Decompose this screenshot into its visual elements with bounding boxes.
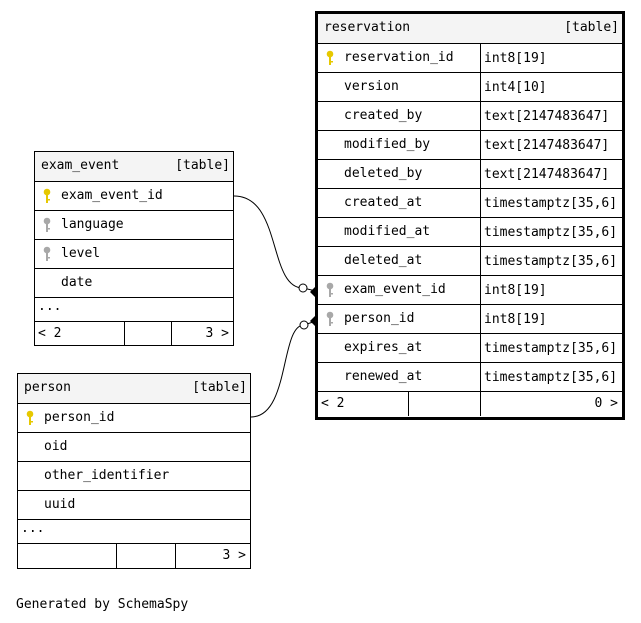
person-relationship-zero-marker bbox=[299, 320, 309, 330]
column-name: exam_event_id bbox=[61, 188, 163, 203]
foreign-key-icon bbox=[43, 217, 51, 232]
column-type: text[2147483647] bbox=[480, 131, 609, 159]
footer-right-cell: 3 > bbox=[175, 544, 250, 568]
footer-right-cell: 0 > bbox=[480, 392, 622, 416]
primary-key-icon bbox=[326, 50, 334, 65]
footer-middle bbox=[124, 322, 172, 346]
column-name: version bbox=[344, 79, 399, 94]
exam-event-relationship-zero-marker bbox=[298, 283, 308, 293]
column-name: language bbox=[61, 217, 124, 232]
column-name: modified_by bbox=[344, 137, 431, 152]
column-row[interactable]: oid bbox=[18, 433, 250, 462]
column-name: level bbox=[61, 246, 101, 261]
column-name: created_at bbox=[344, 195, 423, 210]
column-row[interactable]: created_by text[2147483647] bbox=[318, 102, 622, 131]
column-row[interactable]: deleted_by text[2147483647] bbox=[318, 160, 622, 189]
primary-key-icon bbox=[43, 188, 51, 203]
more-columns: ... bbox=[35, 298, 233, 322]
column-name: renewed_at bbox=[344, 369, 423, 384]
column-type: timestamptz[35,6] bbox=[480, 189, 617, 217]
exam-event-relationship-line bbox=[233, 195, 317, 292]
column-row[interactable]: created_at timestamptz[35,6] bbox=[318, 189, 622, 218]
column-type: int8[19] bbox=[480, 276, 547, 304]
column-name: other_identifier bbox=[44, 468, 170, 483]
column-name: exam_event_id bbox=[344, 282, 446, 297]
column-row[interactable]: person_id int8[19] bbox=[318, 305, 622, 334]
reservation-header: reservation [table] bbox=[318, 14, 622, 44]
person-header: person [table] bbox=[18, 374, 250, 404]
exam-event-table[interactable]: exam_event [table] exam_event_id language… bbox=[34, 151, 234, 346]
column-row[interactable]: exam_event_id bbox=[35, 182, 233, 211]
column-row[interactable]: date bbox=[35, 269, 233, 298]
column-name: expires_at bbox=[344, 340, 423, 355]
person-relationship-many-marker bbox=[310, 315, 316, 327]
column-name: reservation_id bbox=[344, 50, 454, 65]
column-name: person_id bbox=[44, 410, 115, 425]
primary-key-icon bbox=[26, 410, 34, 425]
column-row[interactable]: person_id bbox=[18, 404, 250, 433]
column-type: text[2147483647] bbox=[480, 102, 609, 130]
person-relationship-line bbox=[250, 320, 317, 418]
footer-left[interactable]: < 2 bbox=[38, 326, 62, 341]
column-type: int8[19] bbox=[480, 305, 547, 333]
exam-event-header: exam_event [table] bbox=[35, 152, 233, 182]
column-name: uuid bbox=[44, 497, 76, 512]
table-name: exam_event bbox=[41, 158, 120, 173]
footer-right-cell: 3 > bbox=[171, 322, 233, 346]
column-row[interactable]: deleted_at timestamptz[35,6] bbox=[318, 247, 622, 276]
column-row[interactable]: modified_by text[2147483647] bbox=[318, 131, 622, 160]
column-type: text[2147483647] bbox=[480, 160, 609, 188]
column-row[interactable]: version int4[10] bbox=[318, 73, 622, 102]
table-name: person bbox=[24, 380, 71, 395]
footer-left[interactable]: < 2 bbox=[321, 396, 345, 411]
column-name: date bbox=[61, 275, 93, 290]
column-row[interactable]: language bbox=[35, 211, 233, 240]
table-kind: [table] bbox=[564, 20, 619, 35]
column-row[interactable]: uuid bbox=[18, 491, 250, 520]
column-name: deleted_at bbox=[344, 253, 423, 268]
table-name: reservation bbox=[324, 20, 411, 35]
column-name: deleted_by bbox=[344, 166, 423, 181]
footer-right[interactable]: 3 > bbox=[205, 326, 229, 341]
column-row[interactable]: expires_at timestamptz[35,6] bbox=[318, 334, 622, 363]
column-row[interactable]: level bbox=[35, 240, 233, 269]
column-type: timestamptz[35,6] bbox=[480, 218, 617, 246]
column-type: timestamptz[35,6] bbox=[480, 334, 617, 362]
table-kind: [table] bbox=[175, 158, 230, 173]
generated-by-caption: Generated by SchemaSpy bbox=[16, 597, 189, 612]
column-row[interactable]: other_identifier bbox=[18, 462, 250, 491]
reservation-table[interactable]: reservation [table] reservation_id int8[1… bbox=[315, 11, 625, 420]
foreign-key-icon bbox=[43, 246, 51, 261]
column-type: int8[19] bbox=[480, 44, 547, 72]
footer-middle bbox=[116, 544, 176, 568]
table-kind: [table] bbox=[192, 380, 247, 395]
footer-right[interactable]: 3 > bbox=[222, 548, 246, 563]
reservation-footer: < 2 0 > bbox=[318, 392, 622, 416]
more-columns: ... bbox=[18, 520, 250, 544]
foreign-key-icon bbox=[326, 311, 334, 326]
column-name: modified_at bbox=[344, 224, 431, 239]
foreign-key-icon bbox=[326, 282, 334, 297]
column-name: created_by bbox=[344, 108, 423, 123]
footer-middle bbox=[408, 392, 481, 416]
exam-event-footer: < 2 3 > bbox=[35, 322, 233, 346]
exam-event-relationship-many-marker bbox=[310, 286, 316, 298]
column-row[interactable]: modified_at timestamptz[35,6] bbox=[318, 218, 622, 247]
column-row[interactable]: renewed_at timestamptz[35,6] bbox=[318, 363, 622, 392]
column-row[interactable]: reservation_id int8[19] bbox=[318, 44, 622, 73]
column-name: oid bbox=[44, 439, 68, 454]
column-type: timestamptz[35,6] bbox=[480, 363, 617, 391]
column-type: timestamptz[35,6] bbox=[480, 247, 617, 275]
column-name: person_id bbox=[344, 311, 415, 326]
column-type: int4[10] bbox=[480, 73, 547, 101]
column-row[interactable]: exam_event_id int8[19] bbox=[318, 276, 622, 305]
person-footer: 3 > bbox=[18, 544, 250, 568]
footer-right[interactable]: 0 > bbox=[594, 396, 618, 411]
